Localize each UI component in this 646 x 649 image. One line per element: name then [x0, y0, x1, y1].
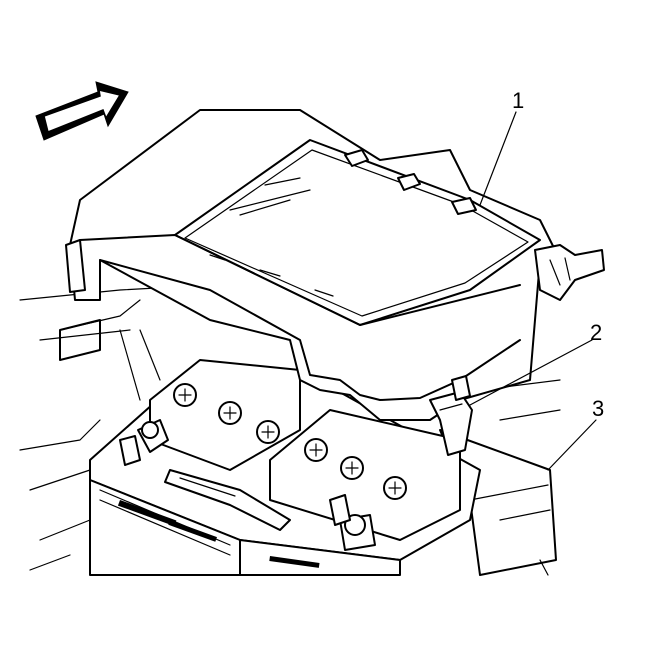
callout-3-label: 3 [592, 396, 604, 421]
battery-cover [65, 109, 605, 421]
battery-terminal-icon [119, 419, 169, 466]
callout-1-label: 1 [512, 88, 524, 113]
callout-2-label: 2 [590, 320, 602, 345]
cell-cap-icon [304, 438, 407, 500]
callout-leaders [469, 111, 597, 471]
battery-terminal-icon [329, 494, 376, 551]
cell-cap-icon [173, 383, 280, 444]
forward-arrow-icon [35, 81, 129, 141]
retainer-clip [429, 375, 473, 456]
